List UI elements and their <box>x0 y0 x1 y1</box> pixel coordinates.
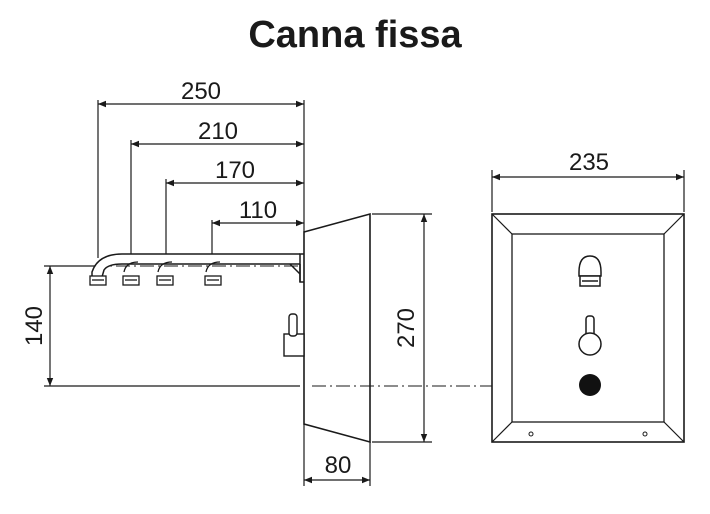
spout-front-view <box>578 255 602 287</box>
dim-label-140: 140 <box>21 306 48 346</box>
dim-label-250: 250 <box>181 78 221 105</box>
spout-side-view <box>91 253 307 283</box>
screw-left <box>528 431 534 437</box>
dim-label-210: 210 <box>198 118 238 145</box>
diagram-title: Canna fissa <box>248 14 462 56</box>
lever-handle-front <box>578 315 602 356</box>
screw-right <box>642 431 648 437</box>
sensor-dot <box>579 374 601 396</box>
dim-label-80: 80 <box>325 452 352 479</box>
dim-label-110: 110 <box>239 197 277 224</box>
valve-body-side-view <box>303 212 371 444</box>
lever-handle-side <box>283 313 305 357</box>
front-panel <box>491 213 685 443</box>
dim-label-270: 270 <box>393 308 420 348</box>
dim-label-235: 235 <box>569 149 609 176</box>
dim-label-170: 170 <box>215 157 255 184</box>
